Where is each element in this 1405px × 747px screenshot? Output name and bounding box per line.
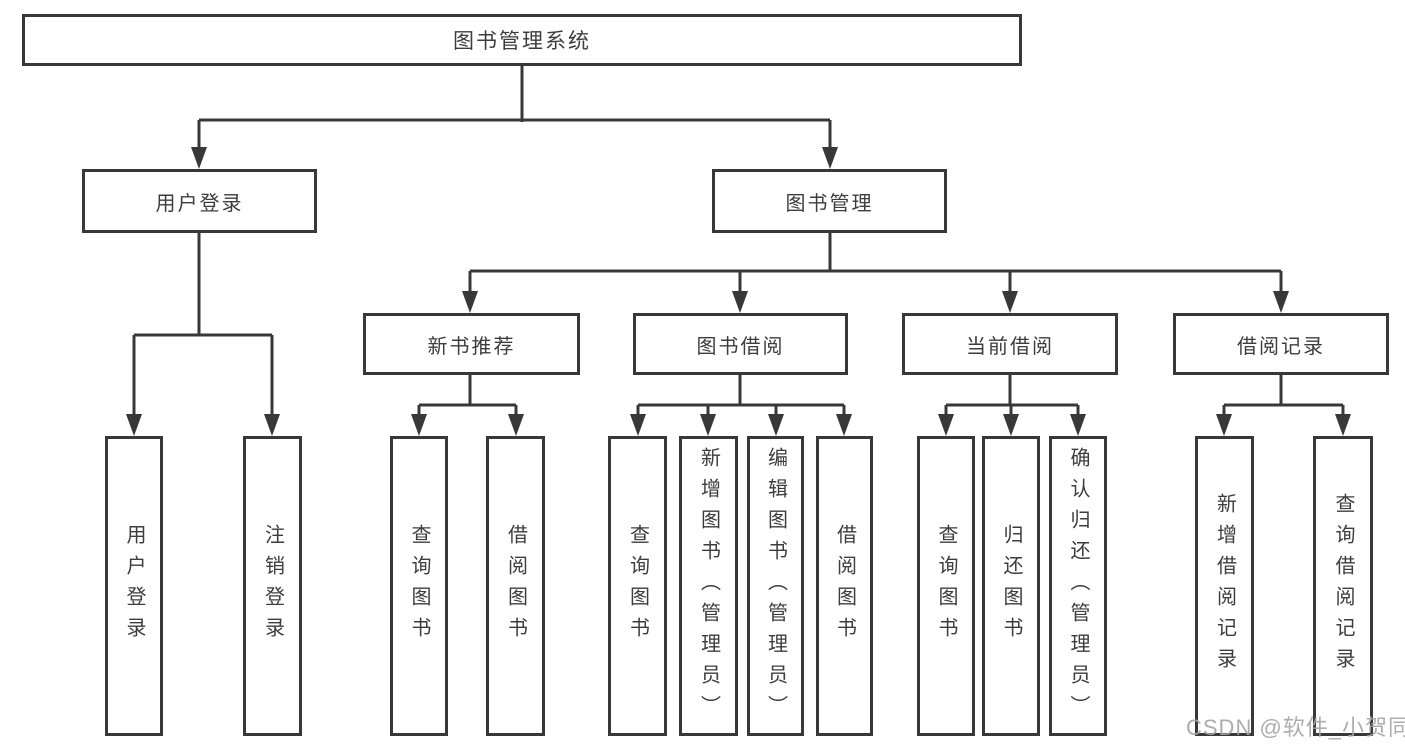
node-book-borrowing: 图书借阅: [633, 313, 848, 375]
node-current-borrowing: 当前借阅: [902, 313, 1118, 375]
leaf-query-borrow-record: 查询借阅记录: [1313, 436, 1373, 736]
leaf-edit-books-admin: 编辑图书（管理员）: [747, 436, 804, 736]
node-library-system: 图书管理系统: [22, 14, 1022, 66]
leaf-add-borrow-record: 新增借阅记录: [1195, 436, 1254, 736]
leaf-user-login: 用户登录: [105, 436, 163, 736]
leaf-label: 查询图书: [408, 524, 430, 648]
node-new-book-recommendation: 新书推荐: [363, 313, 580, 375]
leaf-label: 借阅图书: [833, 524, 856, 648]
leaf-label: 注销登录: [261, 524, 284, 648]
node-user-login: 用户登录: [82, 169, 317, 233]
arrowheads: [126, 147, 1351, 436]
leaf-add-books-admin: 新增图书（管理员）: [679, 436, 738, 736]
leaf-label: 查询图书: [626, 524, 649, 648]
leaf-label: 新增图书（管理员）: [697, 446, 720, 726]
leaf-label: 查询图书: [935, 524, 957, 648]
leaf-label: 新增借阅记录: [1213, 493, 1236, 679]
leaf-query-books-current: 查询图书: [917, 436, 975, 736]
leaf-label: 用户登录: [123, 524, 145, 648]
leaf-label: 归还图书: [1000, 524, 1022, 648]
leaf-borrow-books-borrowing: 借阅图书: [816, 436, 873, 736]
leaf-logout: 注销登录: [243, 436, 302, 736]
leaf-label: 借阅图书: [504, 524, 527, 648]
leaf-label: 编辑图书（管理员）: [764, 446, 787, 726]
csdn-watermark: CSDN @软件_小贺同学: [1186, 715, 1405, 740]
leaf-return-books: 归还图书: [982, 436, 1040, 736]
leaf-query-books-borrowing: 查询图书: [608, 436, 667, 736]
leaf-confirm-return-admin: 确认归还（管理员）: [1049, 436, 1107, 736]
leaf-label: 查询借阅记录: [1332, 493, 1354, 679]
leaf-borrow-books-recommend: 借阅图书: [486, 436, 545, 736]
node-borrowing-records: 借阅记录: [1173, 313, 1389, 375]
leaf-label: 确认归还（管理员）: [1067, 446, 1089, 726]
node-book-management: 图书管理: [712, 169, 947, 233]
leaf-query-books-recommend: 查询图书: [390, 436, 448, 736]
